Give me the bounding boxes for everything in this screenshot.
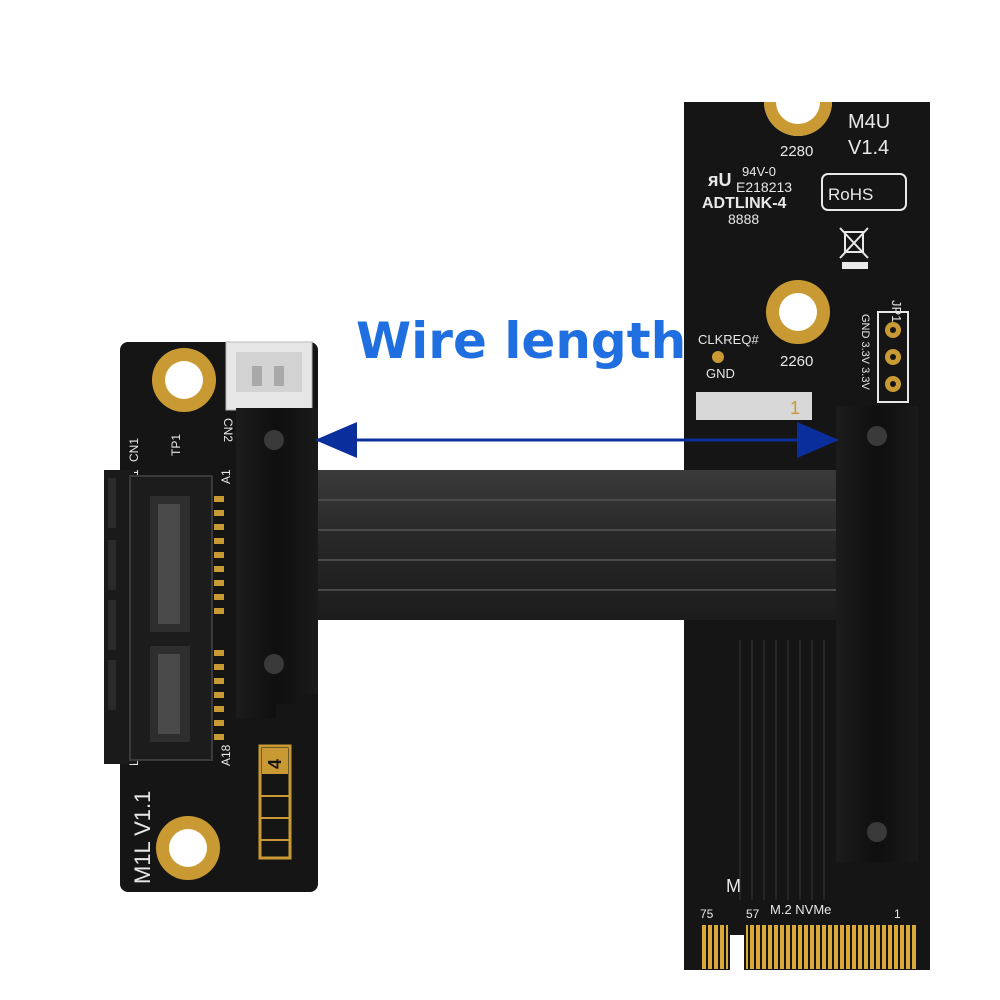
- wire-length-title: Wire length: [356, 312, 686, 370]
- cable-clamp-right: [836, 406, 918, 862]
- board-version: V1.4: [848, 137, 889, 159]
- serial-box: [696, 392, 812, 420]
- pin-a1-label: A1: [219, 469, 233, 484]
- version-box: [258, 744, 292, 860]
- power-connector: [225, 341, 313, 411]
- rohs-label: RoHS: [828, 185, 873, 204]
- pin-1-label: 1: [894, 907, 901, 921]
- board-model: M4U: [848, 111, 890, 133]
- ul-number: E218213: [736, 179, 792, 195]
- rohs-box: [821, 173, 907, 211]
- gold-fingers-right: [746, 925, 918, 969]
- cable-connector-label: CN2: [221, 418, 235, 442]
- brand-label: ADTLINK-4: [702, 195, 787, 212]
- pin-57-label: 57: [746, 907, 760, 921]
- gnd-label: GND: [706, 366, 735, 381]
- jumper-pins-label: GND 3.3V 3.3V: [859, 314, 871, 390]
- jumper-header: [877, 311, 909, 403]
- edge-connector-slot: [104, 470, 213, 764]
- pin-a18-label: A18: [219, 744, 233, 766]
- test-point-label: TP1: [169, 434, 183, 456]
- ul-cert: 94V-0: [742, 164, 776, 179]
- size-2280-label: 2280: [780, 143, 813, 160]
- m-key-label: M: [726, 876, 741, 896]
- interface-label: M.2 NVMe: [770, 902, 831, 917]
- mounting-notch-2280: [764, 102, 832, 136]
- cable-clamp-left: [236, 408, 318, 718]
- weee-bin-icon: [839, 227, 869, 259]
- size-2260-label: 2260: [780, 353, 813, 370]
- pin-75-label: 75: [700, 907, 714, 921]
- date-code: 8888: [728, 211, 759, 227]
- ribbon-cable: [300, 470, 860, 620]
- board-model-left: M1L V1.1: [130, 791, 155, 884]
- ul-logo: ᴙU: [707, 170, 732, 190]
- gold-fingers-left: [700, 925, 728, 969]
- clkreq-pad: [712, 351, 724, 363]
- serial-box-number: 1: [790, 398, 800, 418]
- connector-label: CN1: [127, 438, 141, 462]
- version-box-number: 4: [265, 759, 285, 769]
- clkreq-label: CLKREQ#: [698, 332, 759, 347]
